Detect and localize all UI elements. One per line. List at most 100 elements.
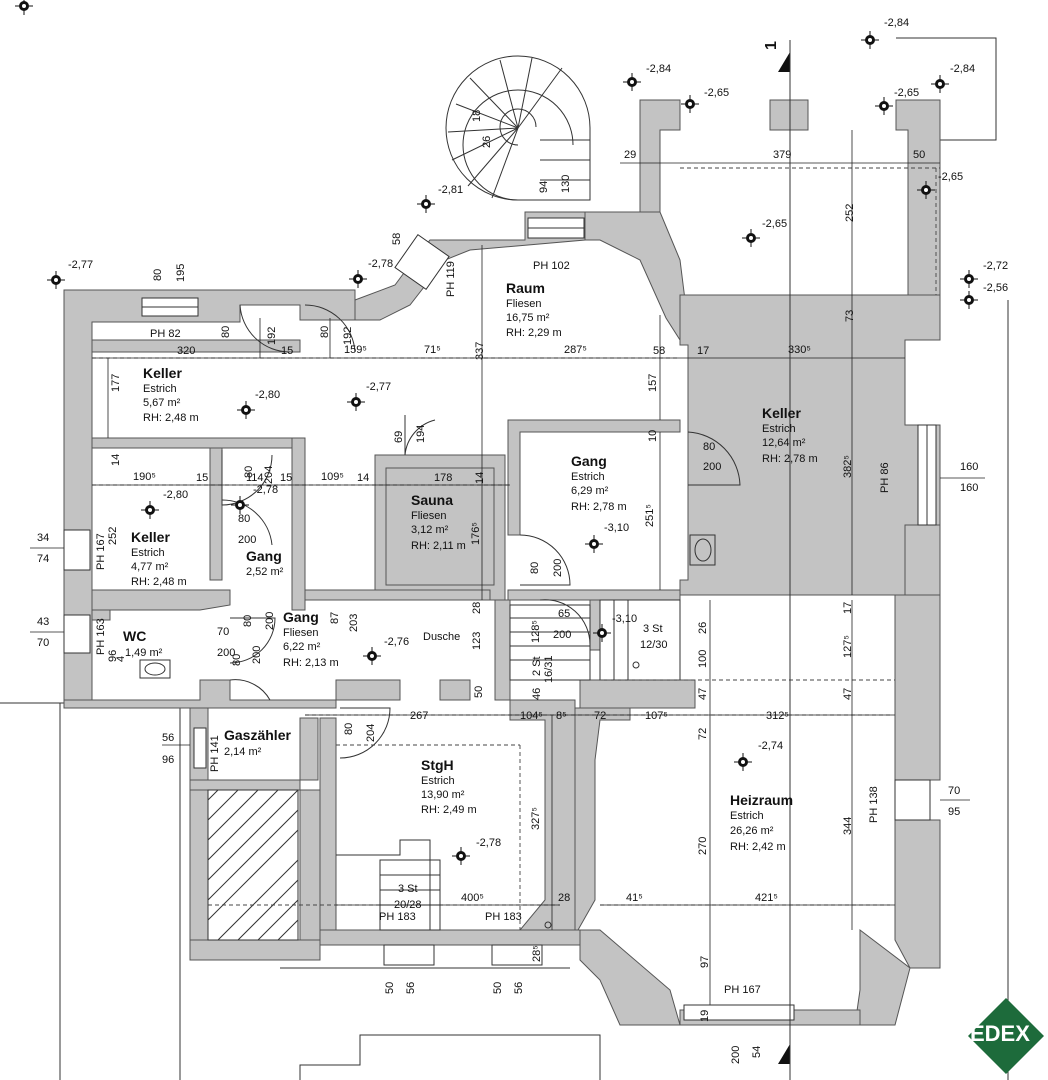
level-marker-dot <box>630 80 634 84</box>
level-label: -2,81 <box>438 184 464 196</box>
dim-label: 200 <box>251 645 263 664</box>
dim-label: 80 <box>319 325 331 338</box>
level-marker-dot <box>356 277 360 281</box>
dim-label: 194 <box>415 424 427 443</box>
dim-label: 96 <box>162 754 175 766</box>
room-gaszaehler-area: 2,14 m² <box>224 746 262 758</box>
room-gang3-height: RH: 2,13 m <box>283 657 339 669</box>
dim-label: 65 <box>558 608 571 620</box>
dim-label: PH 163 <box>95 618 107 655</box>
dim-label: 270 <box>697 836 709 855</box>
level-marker-dot <box>22 4 26 8</box>
dim-label: 10 <box>647 429 659 442</box>
dim-label: 109⁵ <box>321 471 344 483</box>
dim-label: 157 <box>647 373 659 392</box>
level-label: -2,56 <box>983 282 1009 294</box>
level-label: -2,65 <box>762 218 788 230</box>
dim-label: 192 <box>266 326 278 345</box>
dim-label: 382⁵ <box>842 455 854 478</box>
level-marker-dot <box>244 408 248 412</box>
level-label: -2,80 <box>255 389 281 401</box>
dim-label: 28 <box>471 601 483 614</box>
room-sauna-floor: Fliesen <box>411 510 447 522</box>
level-label: -2,72 <box>983 260 1009 272</box>
room-wc-area: 1,49 m² <box>125 647 163 659</box>
dim-label: 178 <box>434 472 453 484</box>
dim-label: 70 <box>37 637 50 649</box>
dim-label: 50 <box>492 981 504 994</box>
room-keller2-floor: Estrich <box>131 547 165 559</box>
room-keller1-height: RH: 2,48 m <box>143 412 199 424</box>
room-gang1-floor: Estrich <box>571 471 605 483</box>
fixtures <box>139 534 716 929</box>
dim-label: 252 <box>844 203 856 222</box>
dim-label: 14 <box>110 453 122 466</box>
dim-label: 130 <box>560 174 572 193</box>
hatched-box <box>207 789 299 941</box>
door-swings <box>221 304 741 759</box>
room-raum-floor: Fliesen <box>506 298 542 310</box>
dim-label: PH 138 <box>868 786 880 823</box>
dim-label: 15 <box>280 472 293 484</box>
level-label: -2,78 <box>368 258 394 270</box>
dim-label: 50 <box>913 149 926 161</box>
dim-label: 58 <box>391 232 403 245</box>
dim-label: PH 141 <box>209 735 221 772</box>
dim-label: 43 <box>37 616 50 628</box>
dim-label: 2 St <box>531 656 543 676</box>
dim-label: 400⁵ <box>461 892 484 904</box>
level-label: -2,65 <box>704 87 730 99</box>
room-keller1-area: 5,67 m² <box>143 397 181 409</box>
level-label: -2,84 <box>884 17 910 29</box>
room-heizraum-height: RH: 2,42 m <box>730 841 786 853</box>
level-marker-dot <box>924 188 928 192</box>
level-marker-dot <box>354 400 358 404</box>
level-label: -2,78 <box>476 837 502 849</box>
dim-label: 58 <box>653 345 666 357</box>
room-heizraum-floor: Estrich <box>730 810 764 822</box>
dim-label: 94 <box>538 180 550 193</box>
dim-label: 80 <box>343 722 355 735</box>
room-keller1-floor: Estrich <box>143 383 177 395</box>
room-keller3-name: Keller <box>762 405 801 421</box>
dim-label: 107⁵ <box>645 710 668 722</box>
dim-label: 204 <box>365 723 377 742</box>
dim-label: PH 183 <box>379 911 416 923</box>
level-label: -2,77 <box>68 259 94 271</box>
room-gaszaehler-name: Gaszähler <box>224 727 291 743</box>
level-marker-dot <box>749 236 753 240</box>
dim-label: 190⁵ <box>133 471 156 483</box>
room-keller3-floor: Estrich <box>762 423 796 435</box>
spiral-stair <box>445 55 591 201</box>
level-label: -2,77 <box>366 381 392 393</box>
dim-label: 15 <box>196 472 209 484</box>
dimension-lines <box>30 130 985 1010</box>
dim-label: 12/30 <box>640 639 668 651</box>
room-sauna-height: RH: 2,11 m <box>411 540 466 552</box>
room-gang3-area: 6,22 m² <box>283 641 321 653</box>
dim-label: 160 <box>960 461 979 473</box>
dim-label: 73 <box>844 309 856 322</box>
dim-label: 26 <box>697 621 709 634</box>
dim-label: 114 <box>246 472 264 484</box>
dim-label: 379 <box>773 149 792 161</box>
level-label: -2,80 <box>163 489 189 501</box>
room-stgh-area: 13,90 m² <box>421 789 465 801</box>
dim-label: 28⁵ <box>531 945 543 962</box>
dim-label: 17 <box>697 345 710 357</box>
dim-label: 200 <box>730 1045 742 1064</box>
level-marker-dot <box>967 298 971 302</box>
dim-label: 327⁵ <box>530 807 542 830</box>
room-raum-area: 16,75 m² <box>506 312 550 324</box>
north-label: 1 <box>763 41 780 50</box>
dim-label: 47 <box>697 687 709 700</box>
dim-label: 159⁵ <box>344 344 367 356</box>
room-keller1-name: Keller <box>143 365 182 381</box>
dim-label: 195 <box>175 263 187 282</box>
logo-mark <box>968 998 1044 1074</box>
level-marker-dot <box>868 38 872 42</box>
level-marker-dot <box>967 277 971 281</box>
dim-label: 28 <box>558 892 571 904</box>
dim-label: 50 <box>384 981 396 994</box>
